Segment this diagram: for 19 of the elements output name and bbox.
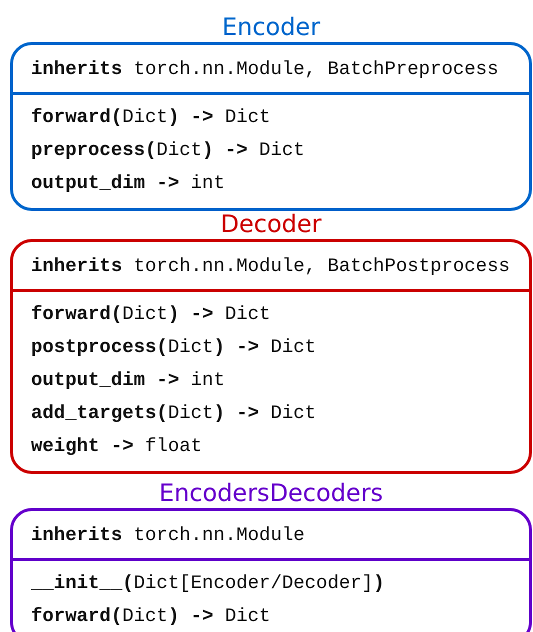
class-card <box>10 42 532 211</box>
class-card <box>10 239 532 474</box>
class-title: EncodersDecoders <box>158 478 384 508</box>
member-signature: forward(Dict) -> Dict <box>31 604 272 629</box>
member-signature: postprocess(Dict) -> Dict <box>31 335 318 360</box>
member-signature: add_targets(Dict) -> Dict <box>31 401 318 426</box>
inheritance-text: inherits torch.nn.Module, BatchPreprocess <box>31 57 500 82</box>
member-signature: forward(Dict) -> Dict <box>31 302 272 327</box>
class-card <box>10 508 532 632</box>
member-signature: __init__(Dict[Encoder/Decoder]) <box>31 571 386 596</box>
member-signature: output_dim -> int <box>31 368 226 393</box>
class-title: Encoder <box>220 12 322 42</box>
class-title: Decoder <box>220 209 322 239</box>
member-signature: output_dim -> int <box>31 171 226 196</box>
member-signature: forward(Dict) -> Dict <box>31 105 272 130</box>
member-signature: preprocess(Dict) -> Dict <box>31 138 306 163</box>
inheritance-text: inherits torch.nn.Module, BatchPostprocess <box>31 254 511 279</box>
member-signature: weight -> float <box>31 434 204 459</box>
inheritance-text: inherits torch.nn.Module <box>31 523 306 548</box>
